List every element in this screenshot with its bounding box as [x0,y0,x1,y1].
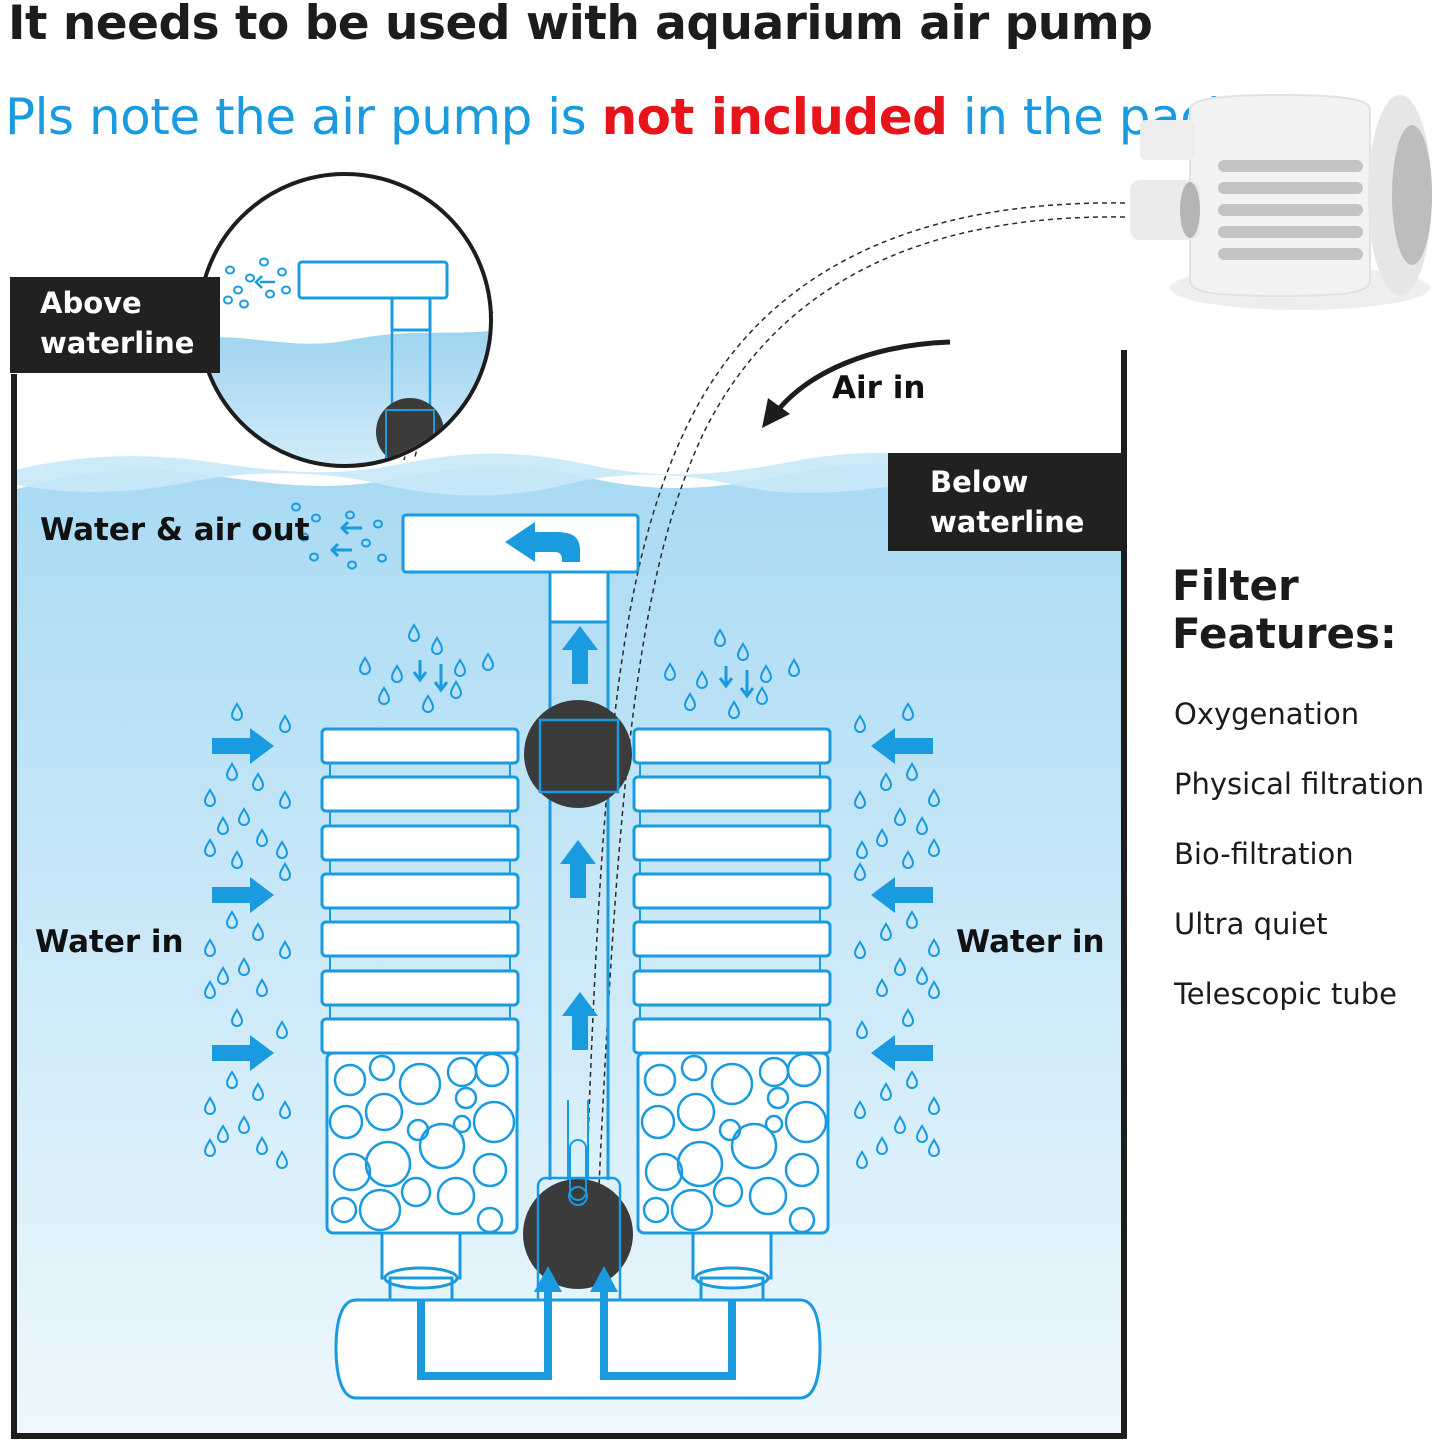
water-in-right-label: Water in [956,924,1105,960]
air-pump-icon [1130,93,1432,310]
water-in-left-label: Water in [35,924,184,960]
features-title: Filter Features: [1172,561,1397,658]
feature-item: Bio-filtration [1174,837,1354,871]
aquarium-wall [11,350,1127,1439]
air-in-arrow-icon [762,339,951,428]
note-text-before: Pls note the air pump is [5,88,602,146]
feature-item: Physical filtration [1174,767,1425,801]
feature-item: Ultra quiet [1174,907,1328,941]
filter-base [334,1266,822,1400]
below-waterline-label: Below waterline [930,465,1085,539]
note-highlight: not included [601,88,948,146]
aquarium-water [14,453,1122,1436]
feature-item: Telescopic tube [1174,977,1397,1011]
feature-item: Oxygenation [1174,697,1360,731]
below-waterline-tag: Below waterline [888,453,1122,551]
lift-tube [523,622,633,1310]
page-title: It needs to be used with aquarium air pu… [8,0,1153,51]
above-waterline-label: Above waterline [40,286,195,360]
top-drops [359,624,800,719]
air-in-label: Air in [832,370,926,406]
outlet-head [401,513,640,624]
above-waterline-tag: Above waterline [10,277,220,373]
outlet-bubbles [291,502,387,570]
above-waterline-inset [197,172,493,468]
sponge-filter-icon [320,727,520,1316]
sponge-filter-icon [632,727,832,1316]
water-air-out-label: Water & air out [40,512,310,548]
features-list: Oxygenation Physical filtration Bio-filt… [1174,694,1424,1044]
